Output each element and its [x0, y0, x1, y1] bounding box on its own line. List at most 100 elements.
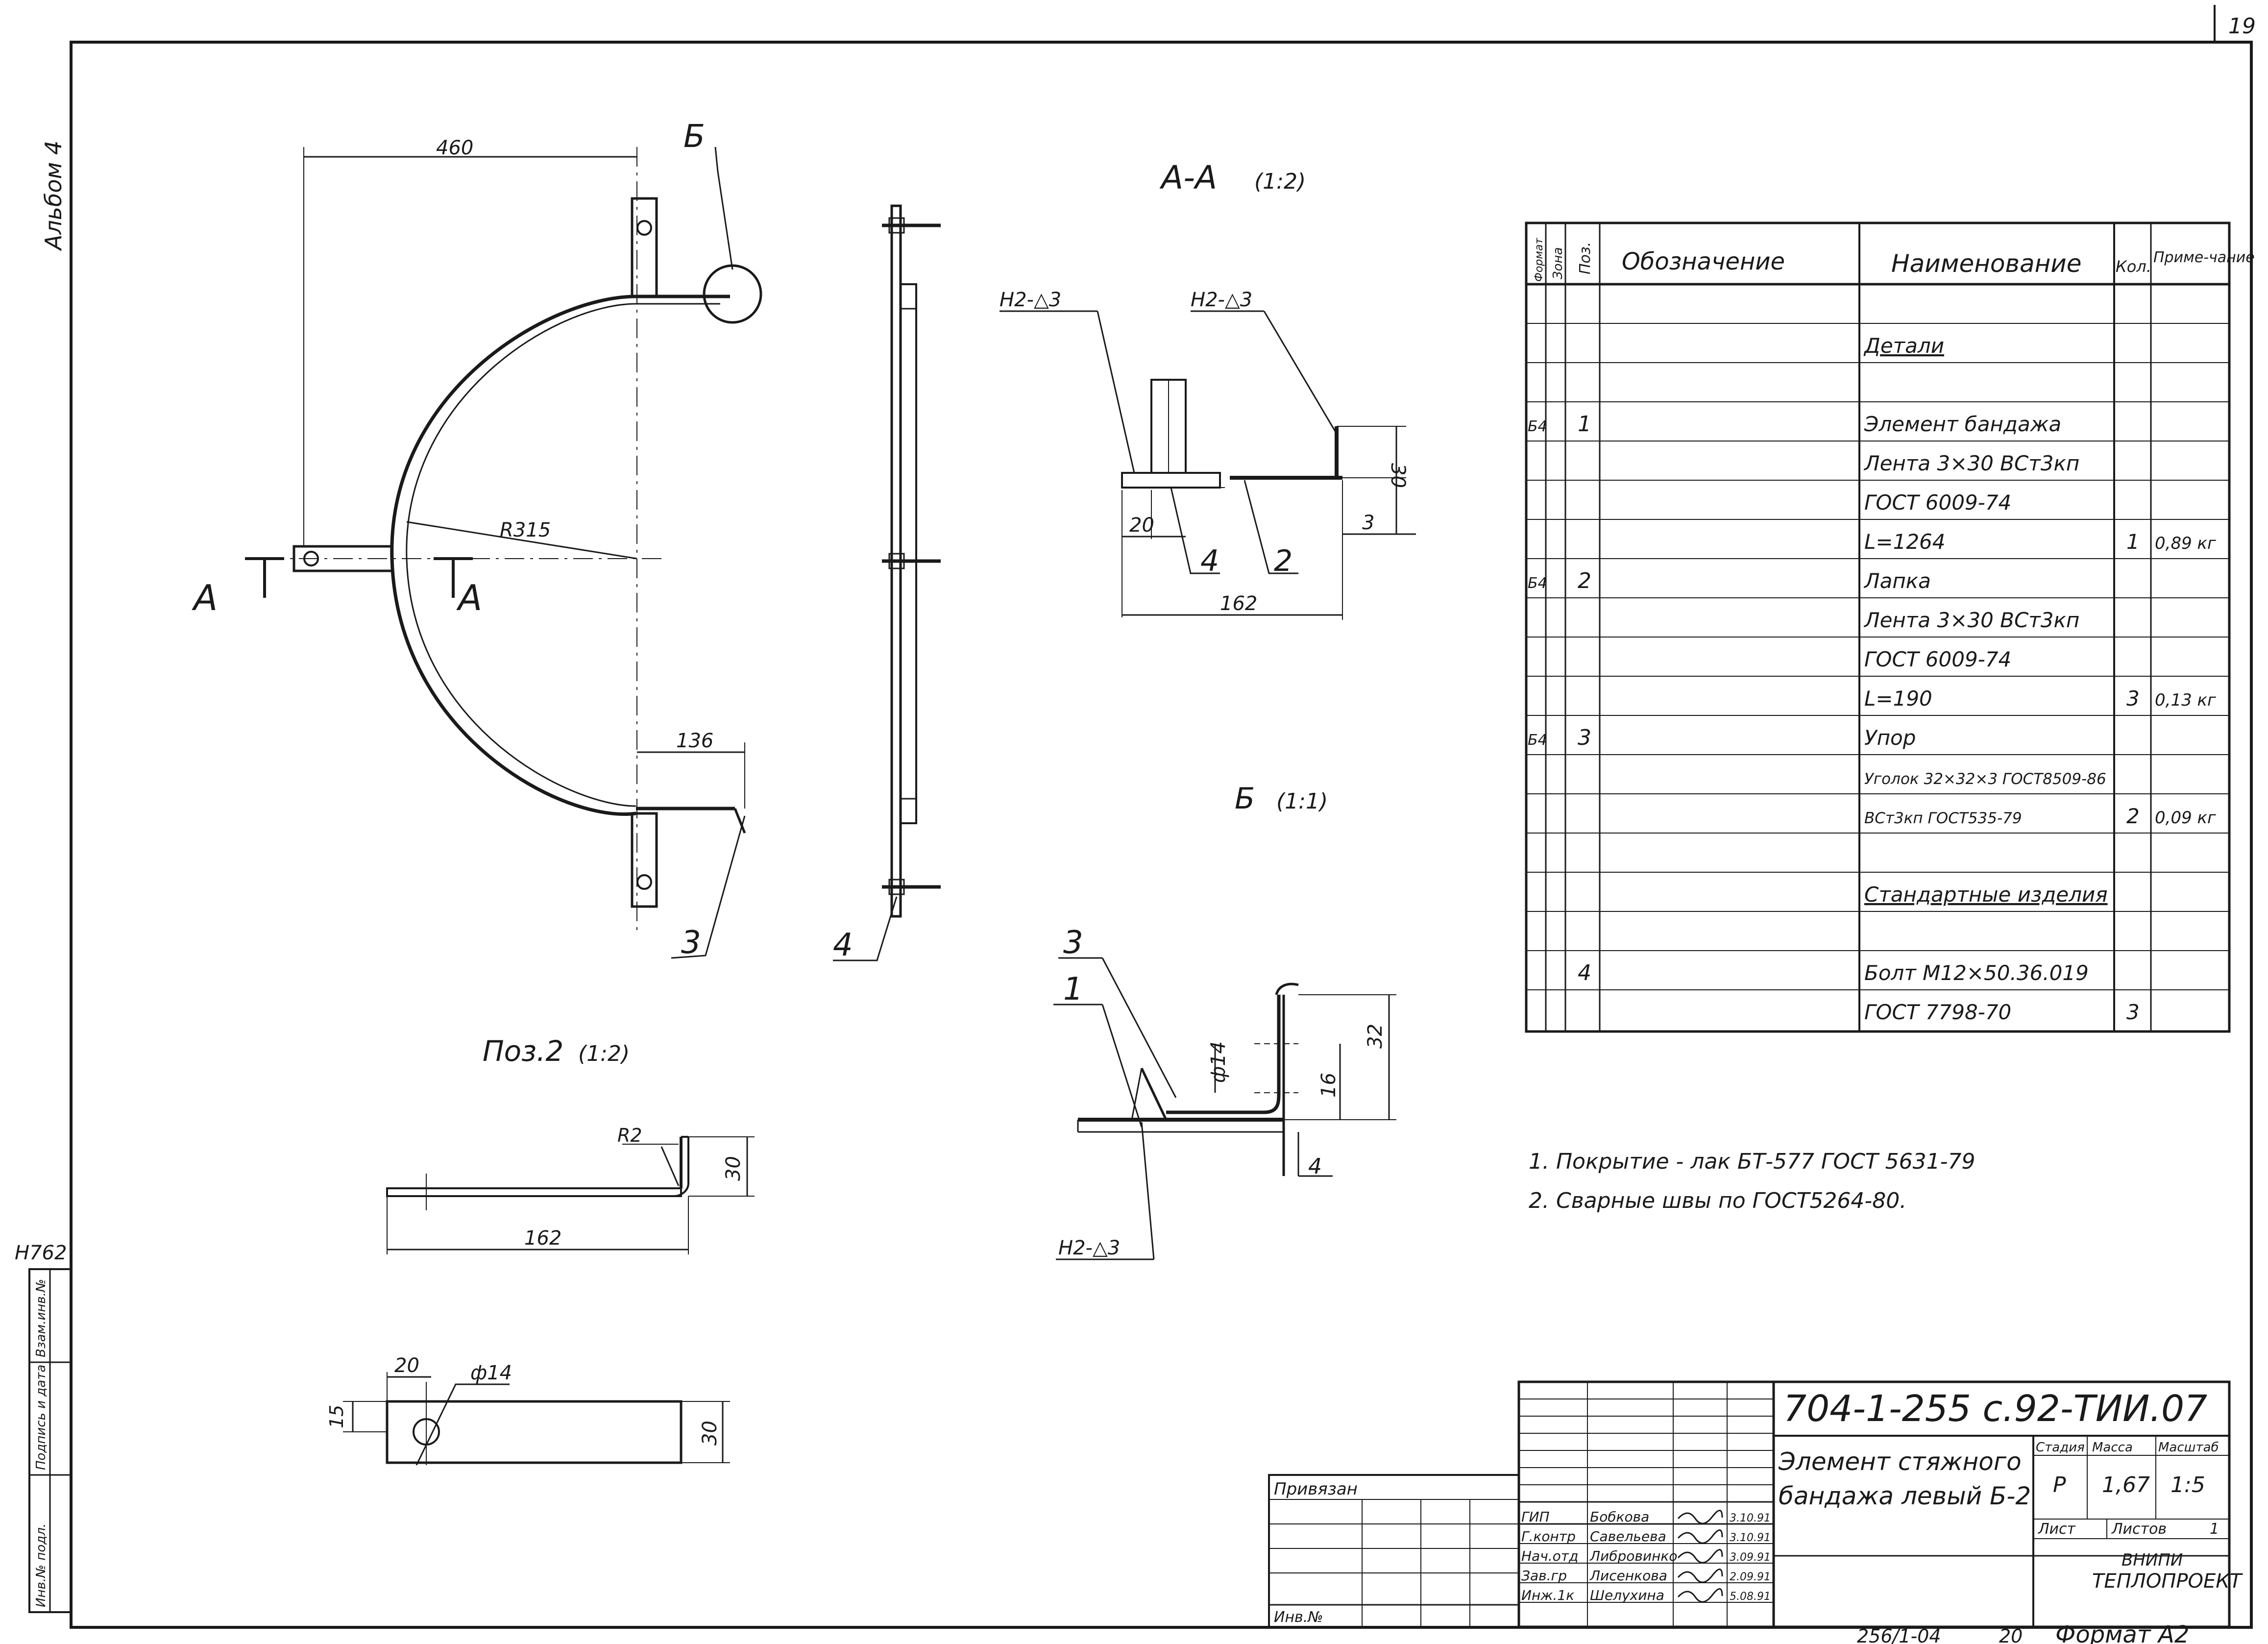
cut-a-right: А — [456, 577, 482, 618]
table-row: Лента 3×30 ВСт3кп — [1863, 451, 2079, 475]
spec-name-cell: Стандартные изделия — [1864, 883, 2108, 907]
pos2-dim-162: 162 — [524, 1227, 561, 1250]
spec-pos-cell: 2 — [1578, 568, 1591, 593]
dim-460: 460 — [436, 137, 473, 159]
stage-label: Стадия — [2036, 1440, 2085, 1455]
role-name: Бобкова — [1590, 1509, 1649, 1525]
weld-label-2: Н2-△3 — [1191, 289, 1252, 311]
role-date: 2.09.91 — [1730, 1571, 1771, 1583]
role-date: 5.08.91 — [1730, 1591, 1771, 1603]
pos2-dim-30: 30 — [722, 1156, 745, 1181]
sheets-value: 1 — [2210, 1521, 2219, 1538]
aa-dim-162: 162 — [1220, 592, 1257, 615]
doc-code: 704-1-255 с.92-ТИИ.07 — [1783, 1388, 2207, 1430]
note-2: 2. Сварные швы по ГОСТ5264-80. — [1529, 1188, 1906, 1213]
spec-format-cell: Б4 — [1528, 418, 1547, 435]
aa-dim-30: 30 — [1387, 463, 1409, 488]
cut-a-left: А — [192, 577, 218, 618]
spec-name-cell: Уголок 32×32×3 ГОСТ8509-86 — [1864, 770, 2106, 788]
weld-label-1: Н2-△3 — [1000, 289, 1061, 311]
spec-qty-cell: 2 — [2126, 804, 2140, 828]
spec-note-cell: 0,09 кг — [2155, 808, 2217, 828]
view-b-dia14: ф14 — [1207, 1041, 1230, 1083]
role-row: Инж.1к Шелухина 5.08.91 — [1521, 1587, 1771, 1603]
sheet-frame: 19 Альбом 4 — [40, 5, 2256, 1629]
sheet-label: Лист — [2038, 1521, 2076, 1538]
scale-value: 1:5 — [2170, 1472, 2205, 1497]
section-aa-title: А-А — [1159, 159, 1217, 196]
pos2-title: Поз.2 — [483, 1034, 563, 1068]
spec-note-cell: 0,89 кг — [2155, 534, 2217, 553]
title-block: Привязан Инв.№ 704-1-255 с.92-ТИИ.07 Эле… — [1268, 1380, 2244, 1628]
view-b-pos3: 3 — [1063, 925, 1083, 961]
plan-dim-15: 15 — [326, 1405, 347, 1428]
mass-value: 1,67 — [2102, 1472, 2150, 1497]
spec-table: Формат Зона Поз. Обозначение Наименовани… — [1525, 221, 2255, 1033]
role-title: Инж.1к — [1521, 1587, 1574, 1603]
title-line-2: бандажа левый Б-2 — [1779, 1482, 2031, 1510]
role-date: 3.10.91 — [1730, 1532, 1771, 1544]
side-view: 4 — [833, 204, 941, 963]
role-name: Савельева — [1590, 1528, 1666, 1545]
role-name: Либровинко — [1589, 1548, 1677, 1564]
side-stamp-2: Подпись и дата — [34, 1365, 49, 1470]
spec-header-note: Приме-чание — [2153, 249, 2255, 266]
table-row: ГОСТ 6009-74 — [1864, 647, 2011, 671]
org-line-1: ВНИПИ — [2122, 1550, 2183, 1570]
table-row: Стандартные изделия — [1864, 883, 2108, 907]
side-stamp: Н762 Инв.№ подл. Подпись и дата Взам.инв… — [15, 1242, 72, 1613]
table-row: ВСт3кп ГОСТ535-79 2 0,09 кг — [1864, 804, 2217, 828]
section-aa-scale: (1:2) — [1254, 169, 1306, 194]
aa-pos2: 2 — [1274, 544, 1293, 578]
notes: 1. Покрытие - лак БТ-577 ГОСТ 5631-79 2.… — [1529, 1149, 1975, 1213]
album-label: Альбом 4 — [40, 141, 67, 251]
pos2-detail: Поз.2 (1:2) R2 30 162 — [386, 1034, 755, 1254]
pos2-scale: (1:2) — [578, 1041, 630, 1066]
spec-name-cell: Лента 3×30 ВСт3кп — [1863, 451, 2079, 475]
view-b-dim-32: 32 — [1364, 1024, 1387, 1049]
spec-header-pos: Поз. — [1577, 242, 1594, 274]
signature — [1677, 1529, 1723, 1544]
mass-label: Масса — [2092, 1440, 2133, 1455]
role-title: Зав.гр — [1521, 1568, 1567, 1584]
inv-label: Инв.№ — [1274, 1609, 1323, 1626]
spec-name-cell: ГОСТ 6009-74 — [1864, 647, 2011, 671]
spec-header-designation: Обозначение — [1622, 248, 1785, 275]
view-b-pos1: 1 — [1063, 971, 1083, 1007]
footer-num: 20 — [1999, 1625, 2023, 1644]
side-code: Н762 — [15, 1242, 67, 1264]
spec-format-cell: Б4 — [1528, 575, 1547, 592]
radius-315: R315 — [500, 519, 551, 541]
spec-name-cell: ВСт3кп ГОСТ535-79 — [1864, 810, 2022, 827]
table-row: ГОСТ 6009-74 — [1864, 491, 2011, 515]
spec-header-format: Формат — [1533, 238, 1545, 282]
role-title: Г.контр — [1521, 1528, 1576, 1545]
pos3-label: 3 — [681, 925, 701, 961]
aa-dim-3: 3 — [1362, 512, 1374, 534]
role-name: Шелухина — [1590, 1587, 1664, 1603]
table-row: Уголок 32×32×3 ГОСТ8509-86 — [1864, 770, 2106, 788]
pos2-plan: 20 ф14 15 30 — [326, 1354, 730, 1466]
spec-name-cell: Детали — [1863, 334, 1944, 358]
spec-name-cell: Лента 3×30 ВСт3кп — [1863, 608, 2079, 632]
scale-label: Масштаб — [2158, 1440, 2219, 1455]
title-line-1: Элемент стяжного — [1778, 1448, 2022, 1476]
side-stamp-1: Инв.№ подл. — [34, 1523, 49, 1607]
spec-name-cell: L=1264 — [1864, 530, 1945, 554]
plan-dim-30: 30 — [699, 1421, 721, 1446]
pos4-label: 4 — [833, 927, 853, 963]
signature — [1677, 1569, 1723, 1583]
org-line-2: ТЕПЛОПРОЕКТ — [2092, 1570, 2244, 1593]
spec-name-cell: Упор — [1864, 726, 1916, 750]
spec-name-cell: L=190 — [1864, 687, 1932, 711]
aa-dim-20: 20 — [1129, 514, 1154, 537]
